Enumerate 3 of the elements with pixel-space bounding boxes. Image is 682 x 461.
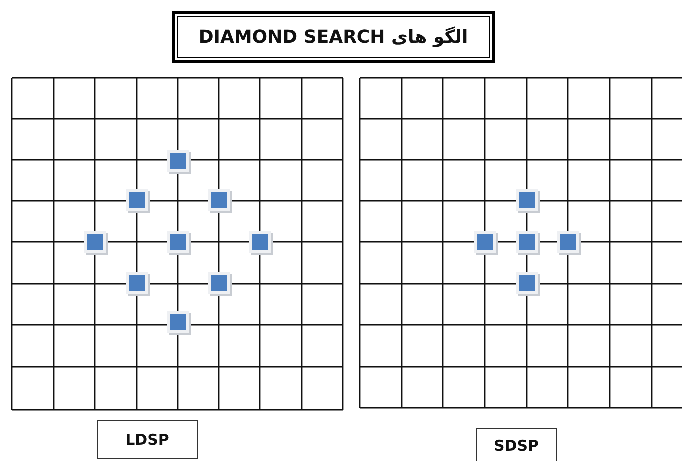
title: الگو های DIAMOND SEARCH: [198, 26, 468, 48]
label-box: LDSP: [97, 420, 198, 459]
label-box: SDSP: [476, 428, 557, 461]
